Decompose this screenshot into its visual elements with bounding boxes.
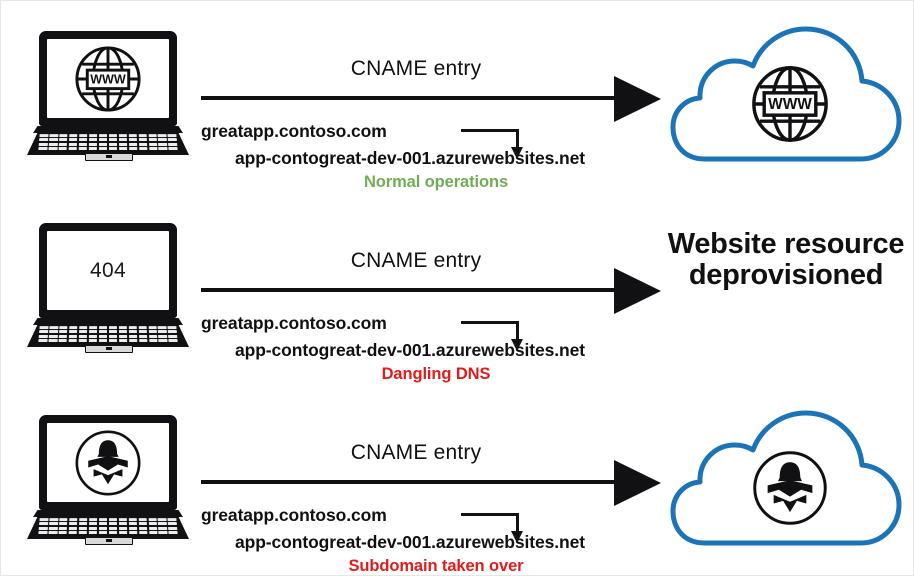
laptop-screen: 404	[47, 231, 169, 310]
laptop-lid: WWW	[39, 31, 177, 126]
laptop-keyboard-keys	[38, 518, 178, 535]
status-label: Subdomain taken over	[348, 557, 524, 575]
client-laptop: WWW	[23, 31, 193, 161]
laptop-screen-text: 404	[90, 258, 126, 282]
arrow-head-icon	[614, 76, 661, 122]
laptop-trackpad	[85, 537, 133, 545]
cloud-outline-icon	[670, 410, 902, 546]
dns-target: app-contogreat-dev-001.azurewebsites.net	[235, 340, 585, 360]
status-label: Dangling DNS	[381, 365, 491, 383]
globe-www-icon: WWW	[752, 66, 828, 142]
status-label: Normal operations	[363, 173, 509, 191]
globe-www-icon: WWW	[75, 45, 141, 112]
endpoint-deprovisioned-text: Website resource deprovisioned	[667, 228, 905, 292]
dns-target: app-contogreat-dev-001.azurewebsites.net	[235, 148, 585, 168]
dns-source: greatapp.contoso.com	[201, 313, 387, 333]
laptop-trackpad	[85, 345, 133, 353]
cloud-endpoint	[669, 403, 905, 558]
cloud-endpoint-icon-wrap	[747, 445, 833, 531]
laptop-trackpad	[85, 153, 133, 161]
laptop-screen: WWW	[47, 39, 169, 118]
svg-text:WWW: WWW	[90, 72, 126, 86]
arrow-head-icon	[614, 268, 661, 314]
cloud-outline-icon	[670, 26, 902, 162]
laptop-base	[23, 510, 193, 545]
spy-hacker-icon	[75, 430, 141, 495]
dns-mapping-arrow-icon	[461, 129, 527, 161]
dns-source: greatapp.contoso.com	[201, 505, 387, 525]
cname-arrow: CNAME entry	[201, 441, 669, 506]
dns-source: greatapp.contoso.com	[201, 121, 387, 141]
spy-hacker-icon	[753, 451, 827, 525]
cname-arrow: CNAME entry	[201, 249, 669, 314]
cname-arrow: CNAME entry	[201, 57, 669, 122]
client-laptop	[23, 415, 193, 545]
arrow-line	[201, 96, 621, 100]
laptop-lid: 404	[39, 223, 177, 318]
laptop-keyboard-keys	[38, 326, 178, 343]
diagram-row-normal-operations: WWW CNAME entry	[1, 1, 913, 193]
diagram-row-subdomain-taken-over: CNAME entry greatapp.contoso.com app-con…	[1, 385, 913, 575]
arrow-line	[201, 480, 621, 484]
svg-text:WWW: WWW	[768, 96, 812, 113]
dns-mapping-arrow-icon	[461, 321, 527, 353]
dns-record-block: greatapp.contoso.com app-contogreat-dev-…	[201, 313, 671, 384]
dns-target: app-contogreat-dev-001.azurewebsites.net	[235, 532, 585, 552]
cname-arrow-label: CNAME entry	[350, 249, 482, 272]
laptop-lid	[39, 415, 177, 510]
laptop-base	[23, 318, 193, 353]
diagram-row-dangling-dns: 404 CNAME entry greatapp.contoso.	[1, 193, 913, 385]
dns-mapping-arrow-icon	[461, 513, 527, 545]
arrow-line	[201, 288, 621, 292]
dns-record-block: greatapp.contoso.com app-contogreat-dev-…	[201, 505, 671, 575]
cloud-endpoint: WWW	[669, 19, 905, 174]
cname-arrow-label: CNAME entry	[350, 57, 482, 80]
laptop-screen	[47, 423, 169, 502]
laptop-keyboard-keys	[38, 134, 178, 151]
laptop-base	[23, 126, 193, 161]
cloud-endpoint-icon-wrap: WWW	[747, 61, 833, 147]
client-laptop: 404	[23, 223, 193, 353]
arrow-head-icon	[614, 460, 661, 506]
cname-arrow-label: CNAME entry	[350, 441, 482, 464]
dns-record-block: greatapp.contoso.com app-contogreat-dev-…	[201, 121, 671, 192]
